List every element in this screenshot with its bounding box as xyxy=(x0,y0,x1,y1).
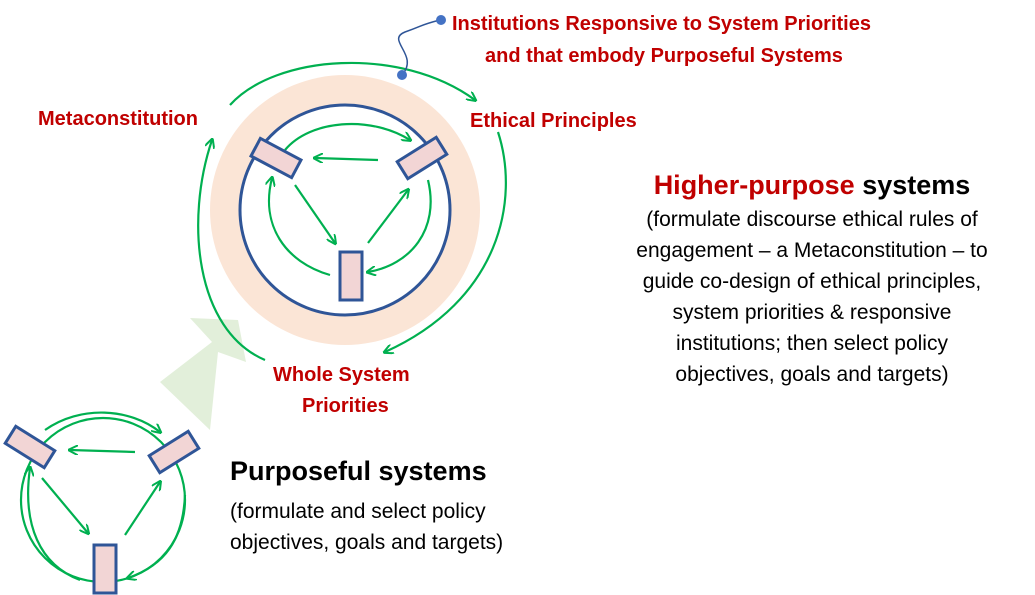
inner-arrow-right-to-left xyxy=(315,158,379,160)
small-arrow-bottom-to-right xyxy=(124,482,160,536)
institutions-label-line1: Institutions Responsive to System Priori… xyxy=(452,13,871,35)
small-arrow-right-to-left xyxy=(70,450,136,452)
small-box-bottom xyxy=(92,543,118,595)
purposeful-desc-1: (formulate and select policy xyxy=(230,500,486,523)
small-cycle-arrow-top xyxy=(44,411,160,432)
institutions-connector xyxy=(397,19,441,76)
purposeful-desc-2: objectives, goals and targets) xyxy=(230,531,503,554)
outer-cycle-arrow-top xyxy=(229,61,475,106)
small-cycle-arrow-right xyxy=(128,494,187,578)
large-box-right xyxy=(395,135,449,181)
whole-system-label-line1: Whole System xyxy=(273,364,410,386)
higher-purpose-title-red: Higher-purpose xyxy=(654,170,855,200)
higher-purpose-desc-1: (formulate discourse ethical rules of xyxy=(646,208,978,231)
small-cycle-arrow-left xyxy=(28,468,81,582)
small-box-left xyxy=(3,424,57,470)
inner-cycle-arrow-top xyxy=(284,122,410,151)
inner-cycle-arrow-right xyxy=(368,179,432,272)
connector-dot-start xyxy=(397,70,407,80)
higher-purpose-desc-4: system priorities & responsive xyxy=(673,301,952,324)
ethical-principles-label: Ethical Principles xyxy=(470,110,637,132)
whole-system-label-line2: Priorities xyxy=(302,395,389,417)
connector-dot-end xyxy=(436,15,446,25)
large-box-bottom xyxy=(338,250,364,302)
higher-purpose-desc-3: guide co-design of ethical principles, xyxy=(643,270,982,293)
institutions-label-line2: and that embody Purposeful Systems xyxy=(485,45,843,67)
inner-arrow-bottom-to-right xyxy=(367,190,408,244)
large-box-left xyxy=(248,136,304,180)
purposeful-title: Purposeful systems xyxy=(230,456,487,486)
small-arrow-left-to-bottom xyxy=(41,477,88,533)
higher-purpose-desc-2: engagement – a Metaconstitution – to xyxy=(636,239,987,262)
inner-cycle-arrow-left xyxy=(269,178,331,277)
progression-arrow xyxy=(160,318,246,430)
inner-arrow-left-to-bottom xyxy=(294,184,335,243)
outer-cycle-arrow-left xyxy=(197,140,266,362)
higher-purpose-title: Higher-purpose systems xyxy=(654,170,971,200)
metaconstitution-label: Metaconstitution xyxy=(38,108,198,130)
higher-purpose-title-black: systems xyxy=(855,170,971,200)
higher-purpose-desc-5: institutions; then select policy xyxy=(676,332,948,355)
small-box-right xyxy=(147,429,201,475)
higher-purpose-desc-6: objectives, goals and targets) xyxy=(675,363,948,386)
outer-cycle-arrow-right xyxy=(385,131,507,352)
